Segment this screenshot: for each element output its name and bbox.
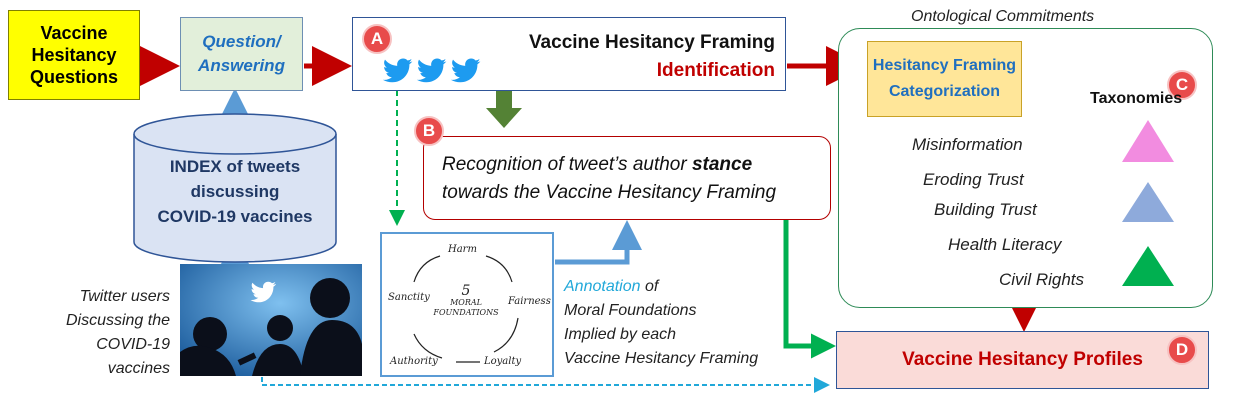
framing-title: Vaccine Hesitancy Framing [528,32,775,53]
silhouettes-image [180,264,362,376]
qa-line-1: Question/ [202,32,281,51]
users-line-1: Twitter users [79,288,170,305]
hfc-line-2: Categorization [888,83,1001,100]
arrow-framing-to-stance [486,91,522,128]
index-line-3: COVID-19 vaccines [157,207,313,226]
taxonomy-triangle-blue [1122,182,1174,222]
stance-line-1-text: Recognition of tweet’s author [442,154,692,175]
index-line-2: discussing [190,182,280,201]
framing-identification-box: Vaccine Hesitancy Framing Identification [352,17,786,91]
ontological-commitments-title: Ontological Commitments [911,8,1095,25]
annotation-line-1: Annotation of [564,275,758,299]
twitter-bird-icon [417,58,447,83]
users-line-3: COVID-19 vaccines [96,336,170,377]
moral-center: 5 MORAL FOUNDATIONS [430,284,502,318]
vhq-line-3: Questions [29,67,118,87]
qa-line-2: Answering [198,56,285,75]
stance-recognition-box: Recognition of tweet’s author stance tow… [423,136,831,220]
dashed-arrow-photo-to-profiles [261,377,830,393]
harm-label: Harm [448,244,477,255]
vaccine-hesitancy-questions-box: Vaccine Hesitancy Questions [8,10,140,100]
authority-label: Authority [390,356,438,367]
category-health-literacy: Health Literacy [948,235,1062,254]
database-cylinder-icon [133,113,337,263]
badge-b: B [414,116,444,146]
moral-center-line-2: MORAL [450,298,482,307]
profiles-label: Vaccine Hesitancy Profiles [902,349,1143,370]
taxonomies-label: Taxonomies [1090,90,1183,107]
question-answering-box: Question/ Answering [180,17,303,91]
arrow-stance-to-profiles [783,220,836,359]
annotation-line-1-rest: of [640,278,659,295]
annotation-text: Annotation of Moral Foundations Implied … [564,275,758,371]
moral-foundations-sketch: Harm Sanctity Fairness Authority Loyalty… [380,232,554,377]
badge-a: A [362,24,392,54]
category-building-trust: Building Trust [934,200,1037,219]
taxonomy-triangle-green [1122,246,1174,286]
moral-center-number: 5 [461,283,471,299]
vhq-line-2: Hesitancy [31,45,117,65]
index-line-1: INDEX of tweets [169,157,301,176]
framing-subtitle: Identification [656,60,775,81]
moral-cycle-arrows [413,255,519,363]
badge-c: C [1167,70,1197,100]
sanctity-label: Sanctity [388,292,430,303]
tweets-icons [383,58,481,84]
category-misinformation: Misinformation [912,135,1023,154]
loyalty-label: Loyalty [484,356,522,367]
stance-line-1: Recognition of tweet’s author stance [442,151,832,179]
taxonomy-triangle-pink [1122,120,1174,162]
hesitancy-framing-categorization-box: Hesitancy Framing Categorization [867,41,1022,117]
badge-d: D [1167,335,1197,365]
vaccine-hesitancy-profiles-box: Vaccine Hesitancy Profiles [836,331,1209,389]
annotation-line-2: Moral Foundations [564,302,697,319]
stance-emphasis: stance [691,154,753,175]
annotation-line-4: Vaccine Hesitancy Framing [564,350,759,367]
taxonomy-triangles [1122,120,1174,286]
twitter-users-photo [180,264,362,376]
arrow-moral-to-stance [555,220,642,265]
twitter-bird-icon [451,58,481,83]
annotation-line-3: Implied by each [564,326,677,343]
stance-line-2: towards the Vaccine Hesitancy Framing [442,182,777,203]
twitter-bird-icon [383,58,413,83]
vhq-line-1: Vaccine [40,23,108,43]
moral-center-line-3: FOUNDATIONS [433,308,499,317]
users-line-2: Discussing the [65,312,170,329]
fairness-label: Fairness [508,296,551,307]
twitter-users-caption: Twitter users Discussing the COVID-19 va… [30,285,170,381]
category-civil-rights: Civil Rights [999,270,1085,289]
hfc-line-1: Hesitancy Framing [872,57,1017,74]
tweet-index-database: INDEX of tweets discussing COVID-19 vacc… [132,112,338,264]
annotation-highlight: Annotation [564,278,641,295]
category-eroding-trust: Eroding Trust [923,170,1024,189]
